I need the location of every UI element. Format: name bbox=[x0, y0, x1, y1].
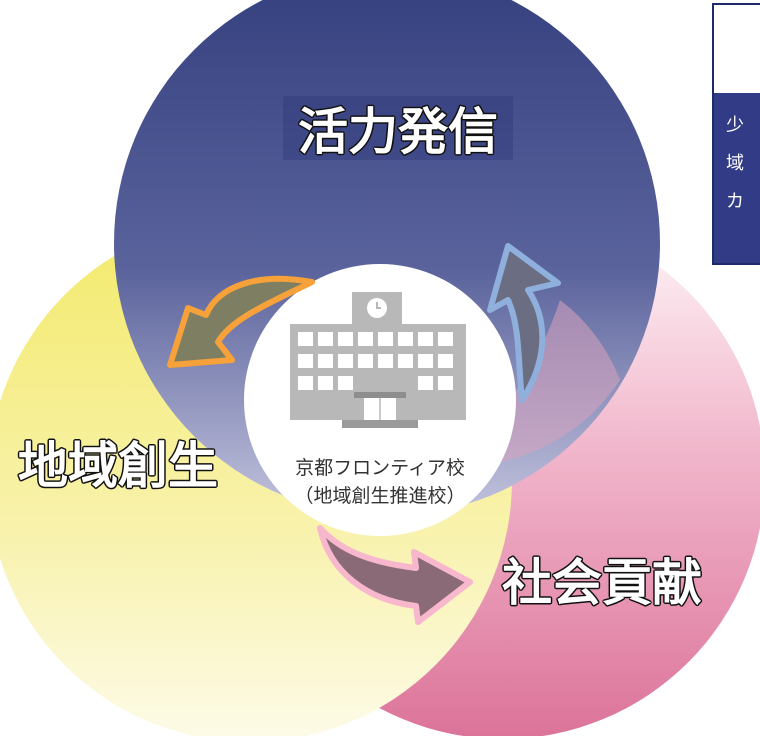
label-backdrop-top bbox=[283, 96, 513, 160]
note-line: 少 bbox=[726, 115, 744, 136]
arrow-to-right bbox=[317, 525, 473, 625]
label-social-contribution: 社会貢献 bbox=[502, 554, 702, 612]
note-box: 少 域 カ bbox=[712, 3, 760, 265]
label-regional-creation: 地域創生 bbox=[18, 437, 218, 495]
note-line: 域 bbox=[726, 153, 744, 174]
school-name: 京都フロンティア校 bbox=[295, 457, 465, 479]
school-building-icon bbox=[290, 292, 466, 428]
arrow-to-left bbox=[167, 275, 315, 368]
note-body: 少 域 カ bbox=[714, 93, 760, 263]
note-line: カ bbox=[726, 191, 744, 212]
label-vitality: 活力発信 bbox=[298, 103, 498, 161]
arrow-to-top bbox=[487, 243, 561, 403]
school-subtitle: （地域創生推進校） bbox=[294, 485, 465, 507]
